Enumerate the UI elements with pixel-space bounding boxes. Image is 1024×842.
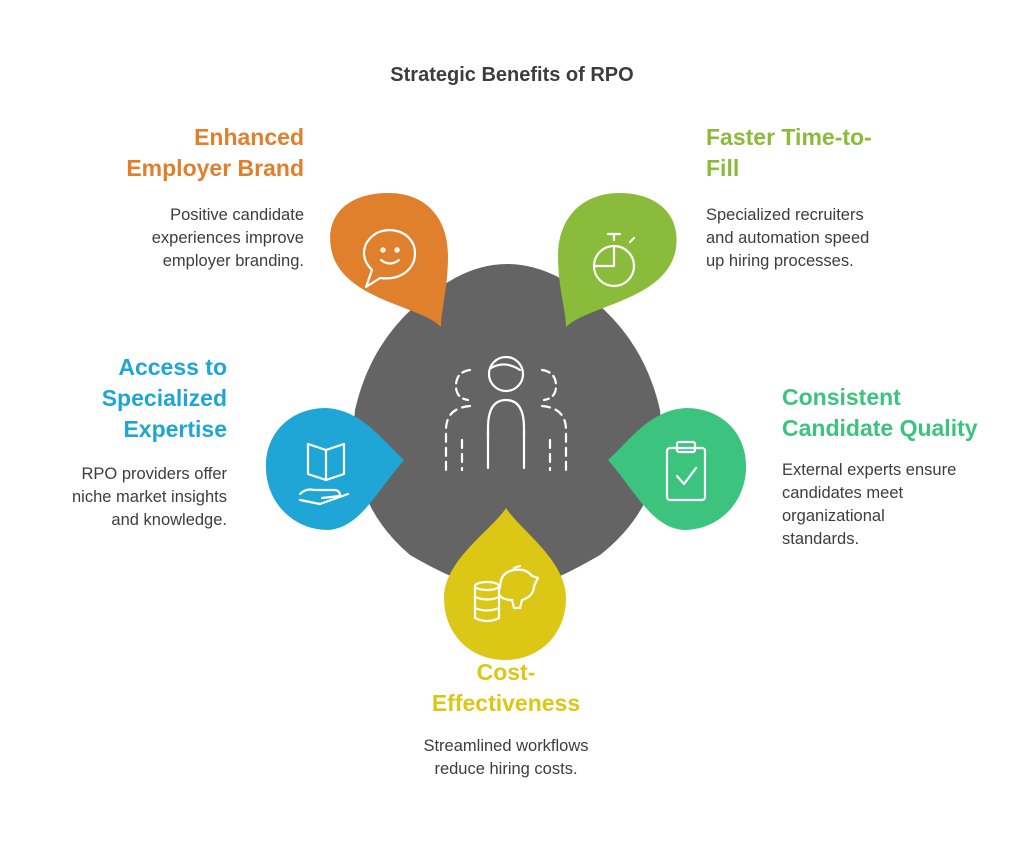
fill-drop	[558, 193, 677, 327]
quality-desc-line-3: organizational	[782, 507, 885, 525]
brand-drop	[330, 193, 448, 327]
quality-description: External experts ensure candidates meet …	[782, 459, 1012, 551]
cost-desc-line-1: Streamlined workflows	[423, 737, 589, 755]
team-people-icon	[444, 355, 568, 472]
expertise-desc-line-3: and knowledge.	[111, 511, 227, 529]
fill-heading: Faster Time-to- Fill	[706, 122, 966, 184]
brand-description: Positive candidate experiences improve e…	[60, 204, 304, 273]
cost-drop-shape	[444, 508, 566, 660]
brand-drop-shape	[330, 193, 448, 327]
cost-description: Streamlined workflows reduce hiring cost…	[362, 735, 650, 781]
piggy-bank-coins-icon	[473, 564, 540, 623]
cost-desc-line-2: reduce hiring costs.	[434, 760, 578, 778]
quality-heading-line-2: Candidate Quality	[782, 415, 978, 441]
quality-heading: Consistent Candidate Quality	[782, 382, 1012, 444]
center-hub	[353, 264, 662, 592]
expertise-desc-line-2: niche market insights	[72, 488, 227, 506]
hand-book-icon	[298, 442, 350, 506]
fill-desc-line-3: up hiring processes.	[706, 252, 854, 270]
brand-heading: Enhanced Employer Brand	[60, 122, 304, 184]
fill-heading-line-2: Fill	[706, 155, 740, 181]
expertise-heading: Access to Specialized Expertise	[20, 352, 227, 445]
expertise-desc-line-1: RPO providers offer	[81, 465, 227, 483]
expertise-drop	[265, 408, 404, 530]
quality-drop-shape	[608, 408, 747, 530]
brand-heading-line-1: Enhanced	[194, 124, 304, 150]
smiling-chat-bubble-icon	[362, 228, 417, 289]
quality-heading-line-1: Consistent	[782, 384, 901, 410]
cost-heading-line-2: Effectiveness	[431, 690, 581, 716]
stopwatch-icon	[592, 232, 636, 288]
cost-heading-line-1: Cost-	[476, 659, 536, 685]
fill-description: Specialized recruiters and automation sp…	[706, 204, 966, 273]
fill-heading-line-1: Faster Time-to-	[706, 124, 872, 150]
quality-desc-line-1: External experts ensure	[782, 461, 957, 479]
expertise-heading-line-1: Access to	[118, 354, 227, 380]
quality-desc-line-4: standards.	[782, 530, 860, 548]
fill-drop-shape	[558, 193, 677, 327]
diagram-title: Strategic Benefits of RPO	[390, 64, 634, 86]
brand-desc-line-3: employer branding.	[162, 252, 304, 270]
expertise-heading-line-2: Specialized	[101, 385, 227, 411]
cost-drop	[444, 508, 566, 660]
cost-heading: Cost- Effectiveness	[362, 657, 650, 719]
expertise-description: RPO providers offer niche market insight…	[20, 463, 227, 532]
expertise-heading-line-3: Expertise	[123, 416, 227, 442]
quality-desc-line-2: candidates meet	[782, 484, 904, 502]
fill-desc-line-1: Specialized recruiters	[706, 206, 864, 224]
brand-desc-line-1: Positive candidate	[170, 206, 304, 224]
fill-desc-line-2: and automation speed	[706, 229, 870, 247]
brand-desc-line-2: experiences improve	[151, 229, 304, 247]
brand-heading-line-2: Employer Brand	[126, 155, 304, 181]
center-hub-shape	[353, 264, 662, 592]
clipboard-check-icon	[665, 440, 707, 502]
quality-drop	[608, 408, 747, 530]
